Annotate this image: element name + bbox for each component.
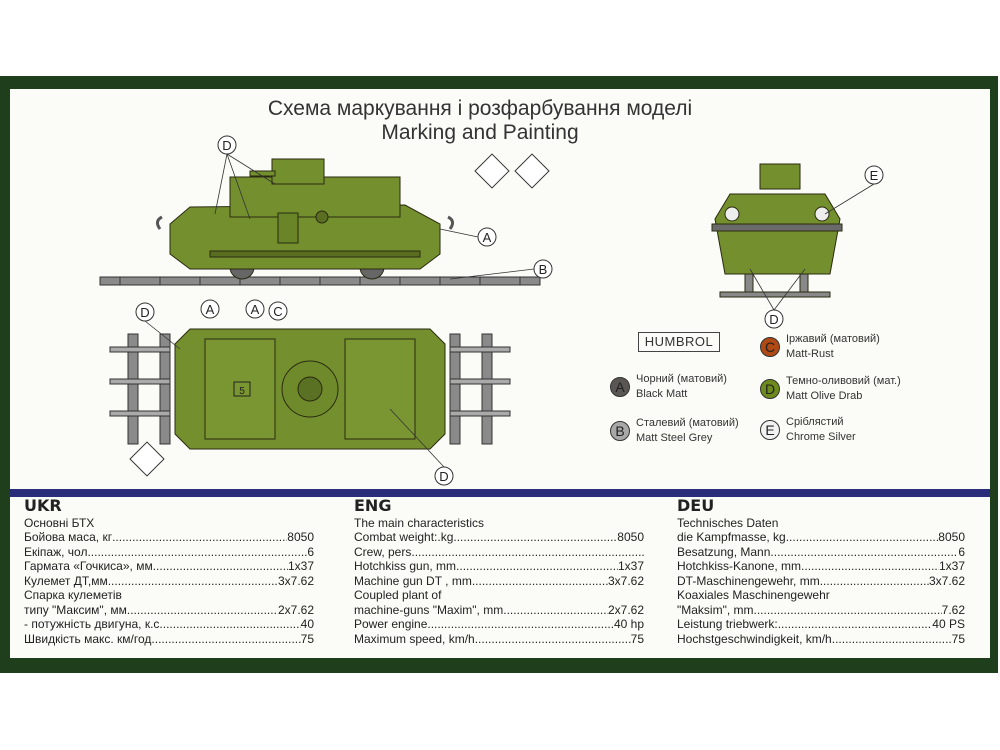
svg-text:E: E (870, 168, 879, 183)
color-ukr: Іржавий (матовий) (786, 333, 880, 345)
leader-lines (144, 153, 875, 468)
spec-row: - потужність двигуна, к.с40 (24, 617, 314, 632)
color-swatch-b: B (610, 421, 630, 441)
svg-text:C: C (273, 304, 282, 319)
svg-text:A: A (206, 302, 215, 317)
spec-row: Coupled plant of (354, 588, 442, 602)
paint-legend-b: B Сталевий (матовий) Matt Steel Grey (610, 416, 739, 446)
rail-side (99, 276, 541, 286)
color-eng: Matt-Rust (786, 348, 834, 360)
svg-text:D: D (140, 305, 149, 320)
instruction-panel: Схема маркування і розфарбування моделі … (10, 89, 990, 658)
spec-row: Leistung triebwerk:40 PS (677, 617, 965, 632)
color-swatch-e: E (760, 420, 780, 440)
spec-row: Maximum speed, km/h75 (354, 632, 644, 647)
spec-row: Кулемет ДТ,мм3x7.62 (24, 574, 314, 589)
color-eng: Black Matt (636, 388, 688, 400)
paint-legend-a: A Чорний (матовий) Black Matt (610, 372, 727, 402)
spec-row: Crew, pers (354, 545, 644, 560)
svg-text:A: A (251, 302, 260, 317)
title-eng: Marking and Painting (381, 121, 579, 144)
section-divider (10, 489, 990, 497)
spec-row: Hotchkiss-Kanone, mm1x37 (677, 559, 965, 574)
spec-row: Швидкість макс. км/год75 (24, 632, 314, 647)
turret-number: 5 (239, 386, 245, 397)
spec-row: Hochstgeschwindigkeit, km/h75 (677, 632, 965, 647)
color-eng: Chrome Silver (786, 431, 856, 443)
spec-row: Power engine40 hp (354, 617, 644, 632)
specs-heading: UKR (24, 496, 62, 515)
spec-row: типу "Максим", мм2x7.62 (24, 603, 314, 618)
color-swatch-a: A (610, 377, 630, 397)
svg-text:A: A (483, 230, 492, 245)
specs-eng: ENG The main characteristics Combat weig… (354, 496, 644, 647)
spec-row: Спарка кулеметів (24, 588, 122, 602)
spec-row: "Maksim", mm7.62 (677, 603, 965, 618)
callouts: D A B A C D A D E D (135, 135, 884, 486)
svg-text:D: D (222, 138, 231, 153)
specs-subtitle: The main characteristics (354, 515, 485, 530)
color-swatch-c: C (760, 337, 780, 357)
front-view-tank (711, 163, 843, 298)
rail-top (109, 333, 511, 445)
spec-row: Machine gun DT , mm3x7.62 (354, 574, 644, 589)
specs-heading: ENG (354, 496, 392, 515)
top-view-tank: 5 (174, 328, 446, 450)
spec-row: Бойова маса, кг8050 (24, 530, 314, 545)
side-view-tank (155, 158, 455, 280)
specs-subtitle: Technisches Daten (677, 515, 779, 530)
specs-subtitle: Основні БТХ (24, 515, 95, 530)
spec-row: DT-Maschinengewehr, mm3x7.62 (677, 574, 965, 589)
svg-text:D: D (769, 312, 778, 327)
spec-row: Besatzung, Mann6 (677, 545, 965, 560)
spec-row: Koaxiales Maschinengewehr (677, 588, 830, 602)
color-eng: Matt Steel Grey (636, 432, 713, 444)
spec-row: machine-guns "Maxim", mm2x7.62 (354, 603, 644, 618)
paint-legend-c: C Іржавий (матовий) Matt-Rust (760, 332, 880, 362)
specs-deu: DEU Technisches Daten die Kampfmasse, kg… (677, 496, 965, 647)
emblem-icons (129, 153, 550, 477)
humbrol-label: HUMBROL (638, 332, 720, 352)
color-ukr: Сріблястий (786, 416, 844, 428)
svg-text:D: D (439, 469, 448, 484)
specs-heading: DEU (677, 496, 715, 515)
spec-row: Гармата «Гочкиса», мм1x37 (24, 559, 314, 574)
spec-row: Hotchkiss gun, mm1x37 (354, 559, 644, 574)
svg-text:B: B (539, 262, 548, 277)
specs-ukr: UKR Основні БТХ Бойова маса, кг8050 Екіп… (24, 496, 314, 647)
paint-legend-d: D Темно-оливовий (мат.) Matt Olive Drab (760, 374, 901, 404)
spec-row: die Kampfmasse, kg8050 (677, 530, 965, 545)
color-swatch-d: D (760, 379, 780, 399)
color-eng: Matt Olive Drab (786, 390, 863, 402)
color-ukr: Сталевий (матовий) (636, 417, 739, 429)
spec-row: Combat weight:.kg8050 (354, 530, 644, 545)
color-ukr: Чорний (матовий) (636, 373, 727, 385)
title-ukr: Схема маркування і розфарбування моделі (267, 97, 693, 120)
spec-row: Екіпаж, чол6 (24, 545, 314, 560)
color-ukr: Темно-оливовий (мат.) (786, 375, 901, 387)
painting-diagram: 5 D A B A C D A D E D (99, 135, 884, 486)
